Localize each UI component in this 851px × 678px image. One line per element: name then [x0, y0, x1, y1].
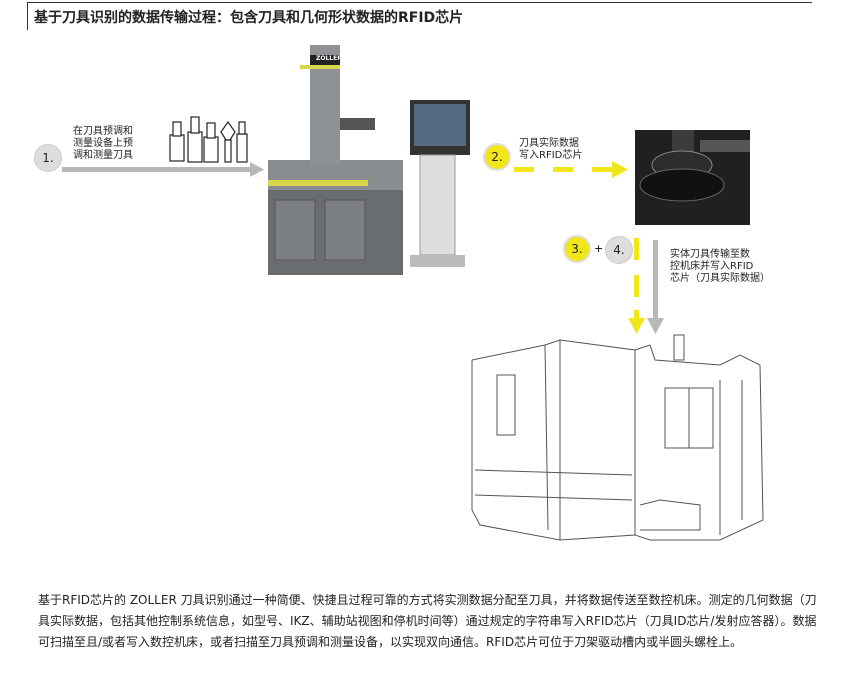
step-2-badge: 2.: [483, 143, 511, 171]
brand-logo: ZOLLER: [316, 55, 342, 62]
label-line: 刀具实际数据: [519, 138, 579, 149]
step-3-4-label: 实体刀具传输至数 控机床并写入RFID 芯片（刀具实际数据）: [670, 249, 770, 285]
label-line: 测量设备上预: [73, 138, 133, 149]
step-4-badge: 4.: [605, 236, 633, 264]
label-line: 在刀具预调和: [73, 126, 133, 137]
arrow-step-1: [62, 162, 264, 177]
step-1-badge: 1.: [34, 144, 62, 172]
arrow-step-4-gray: [647, 240, 664, 334]
frame-line: [27, 2, 812, 3]
plus-sign: +: [594, 242, 604, 255]
label-line: 实体刀具传输至数: [670, 249, 750, 260]
label-line: 写入RFID芯片: [519, 150, 583, 161]
label-line: 控机床并写入RFID: [670, 261, 754, 272]
description-paragraph: 基于RFID芯片的 ZOLLER 刀具识别通过一种简便、快捷且过程可靠的方式将实…: [38, 593, 817, 649]
cnc-machine-line-drawing: [471, 334, 764, 541]
step-3-badge: 3.: [563, 235, 591, 263]
step-1-label: 在刀具预调和 测量设备上预 调和测量刀具: [73, 126, 133, 162]
tool-holders-icon: [169, 116, 248, 163]
frame-line: [27, 2, 28, 30]
label-line: 调和测量刀具: [73, 150, 133, 161]
tool-presetter-machine-image: [268, 45, 470, 275]
spindle-rfid-photo: [635, 130, 750, 225]
label-line: 芯片（刀具实际数据）: [670, 273, 770, 284]
arrow-step-2: [514, 161, 628, 178]
page-title: 基于刀具识别的数据传输过程：包含刀具和几何形状数据的RFID芯片: [34, 10, 464, 26]
arrow-step-3-yellow: [628, 238, 645, 334]
step-2-label: 刀具实际数据 写入RFID芯片: [519, 138, 582, 162]
